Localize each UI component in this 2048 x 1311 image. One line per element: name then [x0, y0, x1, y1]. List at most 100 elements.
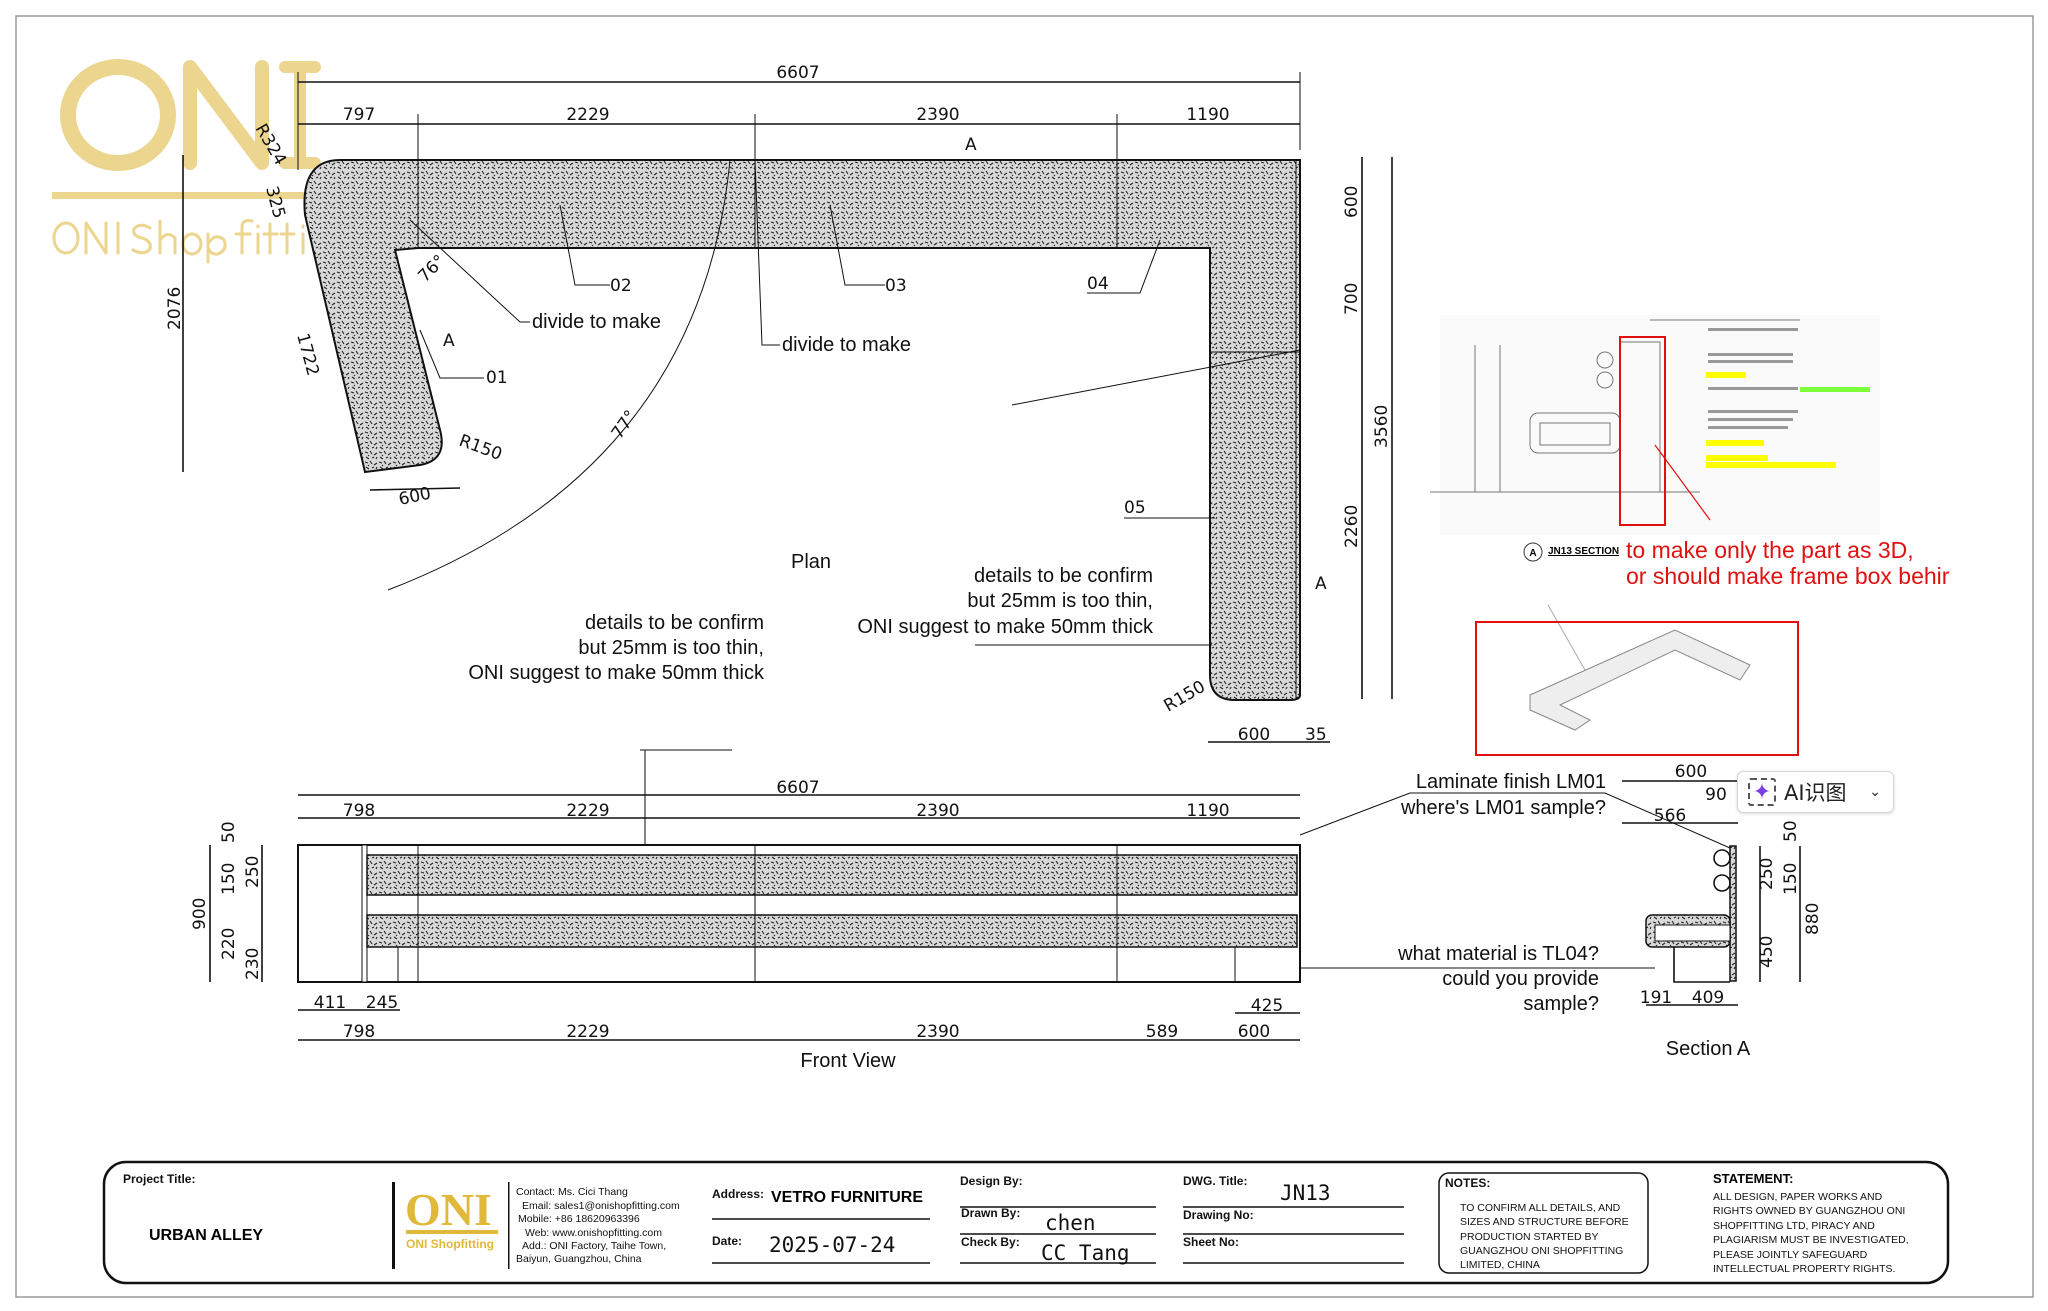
plan-dim-r150: R150: [456, 431, 504, 465]
plan-dim-700: 700: [1342, 283, 1362, 315]
front-dim-150: 150: [219, 863, 239, 895]
front-dim-230: 230: [243, 948, 263, 980]
plan-dim-2260: 2260: [1342, 505, 1362, 548]
check-by-label: Check By:: [961, 1235, 1020, 1249]
section-mark-a: A: [443, 331, 455, 351]
plan-dim-600: 600: [397, 484, 433, 510]
plan-note: details to be confirm: [974, 565, 1153, 587]
note-line: TO CONFIRM ALL DETAILS, AND: [1460, 1202, 1621, 1214]
plan-note: but 25mm is too thin,: [967, 590, 1153, 612]
check-by-value: CC Tang: [1041, 1241, 1130, 1265]
plan-note: details to be confirm: [585, 612, 764, 634]
sheet-no-label: Sheet No:: [1183, 1235, 1239, 1249]
sec-dim-150: 150: [1781, 863, 1801, 895]
contact-line: Email: sales1@onishopfitting.com: [522, 1200, 680, 1212]
ai-button-label: AI识图: [1784, 781, 1847, 805]
plan-angle-76: 76°: [414, 251, 449, 286]
plan-dim-seg: 797: [343, 105, 375, 125]
plan-dim-seg: 2390: [916, 105, 959, 125]
question-laminate: Laminate finish LM01: [1416, 771, 1606, 793]
3d-preview-box: [1475, 621, 1799, 756]
project-title: URBAN ALLEY: [149, 1227, 263, 1244]
project-title-label: Project Title:: [123, 1172, 195, 1186]
chevron-down-icon[interactable]: ⌄: [1869, 784, 1881, 800]
date-value: 2025-07-24: [769, 1233, 895, 1257]
statement-line: INTELLECTUAL PROPERTY RIGHTS.: [1713, 1263, 1895, 1275]
plan-dim-overall: 6607: [776, 63, 819, 83]
front-dim-seg: 2229: [566, 801, 609, 821]
section-tag: A: [1529, 548, 1536, 559]
page-border: [15, 15, 2034, 1298]
section-a-title: Section A: [1666, 1038, 1751, 1060]
plan-dim-600b: 600: [1238, 725, 1270, 745]
note-line: SIZES AND STRUCTURE BEFORE: [1460, 1216, 1629, 1228]
part-label-02: 02: [610, 276, 632, 296]
statement-line: ALL DESIGN, PAPER WORKS AND: [1713, 1191, 1883, 1203]
watermark-logo-n: [183, 60, 269, 170]
front-dim-bottom: 2390: [916, 1022, 959, 1042]
front-dim-250: 250: [243, 856, 263, 888]
part-label-05: 05: [1124, 498, 1146, 518]
section-back-panel: [1729, 845, 1737, 982]
drawn-by-label: Drawn By:: [961, 1206, 1020, 1220]
plan-dim-seg: 1190: [1186, 105, 1229, 125]
ai-recognize-button[interactable]: ✦ AI识图 ⌄: [1737, 771, 1894, 813]
front-view-title: Front View: [800, 1050, 896, 1072]
part-label-04: 04: [1087, 274, 1109, 294]
plan-dim-600r: 600: [1342, 186, 1362, 218]
angle-arc: [387, 159, 731, 591]
front-dim-seg: 2390: [916, 801, 959, 821]
statement-line: RIGHTS OWNED BY GUANGZHOU ONI: [1713, 1205, 1905, 1217]
sec-dim-250: 250: [1757, 858, 1777, 890]
plan-dim-1722: 1722: [292, 331, 323, 378]
divide-note: divide to make: [532, 311, 661, 333]
contact-line: Mobile: +86 18620963396: [518, 1213, 640, 1225]
front-dim-bottom: 2229: [566, 1022, 609, 1042]
dwg-title-value: JN13: [1280, 1181, 1331, 1205]
contact-line: Baiyun, Guangzhou, China: [516, 1253, 642, 1265]
watermark-logo-o: [60, 59, 176, 171]
statement-label: STATEMENT:: [1713, 1171, 1793, 1186]
plan-dim-2076: 2076: [165, 287, 185, 330]
drawing-no-label: Drawing No:: [1183, 1208, 1254, 1222]
front-dim-overall: 6607: [776, 778, 819, 798]
plan-dim-3560: 3560: [1372, 405, 1392, 448]
front-view: 6607 798 2229 2390 1190 900 50 250 150 2…: [190, 749, 1301, 1072]
sec-dim-90: 90: [1705, 785, 1727, 805]
plan-dim-325: 325: [261, 184, 289, 221]
question-tl04: what material is TL04?: [1397, 943, 1599, 965]
plan-dim-35: 35: [1305, 725, 1327, 745]
statement-line: SHOPFITTING LTD, PIRACY AND: [1713, 1220, 1875, 1232]
seat-cushion: [366, 914, 1298, 948]
watermark-logo-i: [279, 61, 321, 169]
contact-line: Contact: Ms. Cici Thang: [516, 1186, 628, 1198]
question-tl04: sample?: [1523, 993, 1599, 1015]
sparkle-scan-icon: ✦: [1748, 778, 1776, 806]
title-block: Project Title: URBAN ALLEY ONI ONI Shopf…: [102, 1160, 1950, 1285]
plan-view: 6607 797 2229 2390 1190 2076 R324 325 17…: [165, 63, 1393, 745]
note-line: PRODUCTION STARTED BY: [1460, 1231, 1598, 1243]
front-dim-411: 411: [314, 993, 346, 1013]
plan-dim-seg: 2229: [566, 105, 609, 125]
contact-line: Web: www.onishopfitting.com: [525, 1227, 662, 1239]
note-line: GUANGZHOU ONI SHOPFITTING: [1460, 1245, 1623, 1257]
section-title: JN13 SECTION: [1548, 546, 1619, 557]
reference-section-image: A JN13 SECTION to make only the part as …: [1430, 315, 1950, 756]
front-dim-220: 220: [219, 928, 239, 960]
front-dim-245: 245: [366, 993, 398, 1013]
plan-note: but 25mm is too thin,: [578, 637, 764, 659]
counter-top-plan: [303, 159, 1301, 701]
watermark-bar: [52, 192, 377, 199]
oni-logo-sub: ONI Shopfitting: [406, 1237, 494, 1251]
sec-dim-191: 191: [1640, 988, 1672, 1008]
sec-dim-50: 50: [1781, 820, 1801, 842]
address-label: Address:: [712, 1187, 764, 1201]
front-dim-seg: 1190: [1186, 801, 1229, 821]
dwg-title-label: DWG. Title:: [1183, 1174, 1247, 1188]
statement-line: PLEASE JOINTLY SAFEGUARD: [1713, 1249, 1868, 1261]
plan-angle-77: 77°: [608, 407, 642, 443]
sec-dim-409: 409: [1692, 988, 1724, 1008]
front-dim-bottom: 589: [1146, 1022, 1178, 1042]
highlight-box: [1619, 336, 1666, 526]
section-mark-a: A: [965, 135, 977, 155]
